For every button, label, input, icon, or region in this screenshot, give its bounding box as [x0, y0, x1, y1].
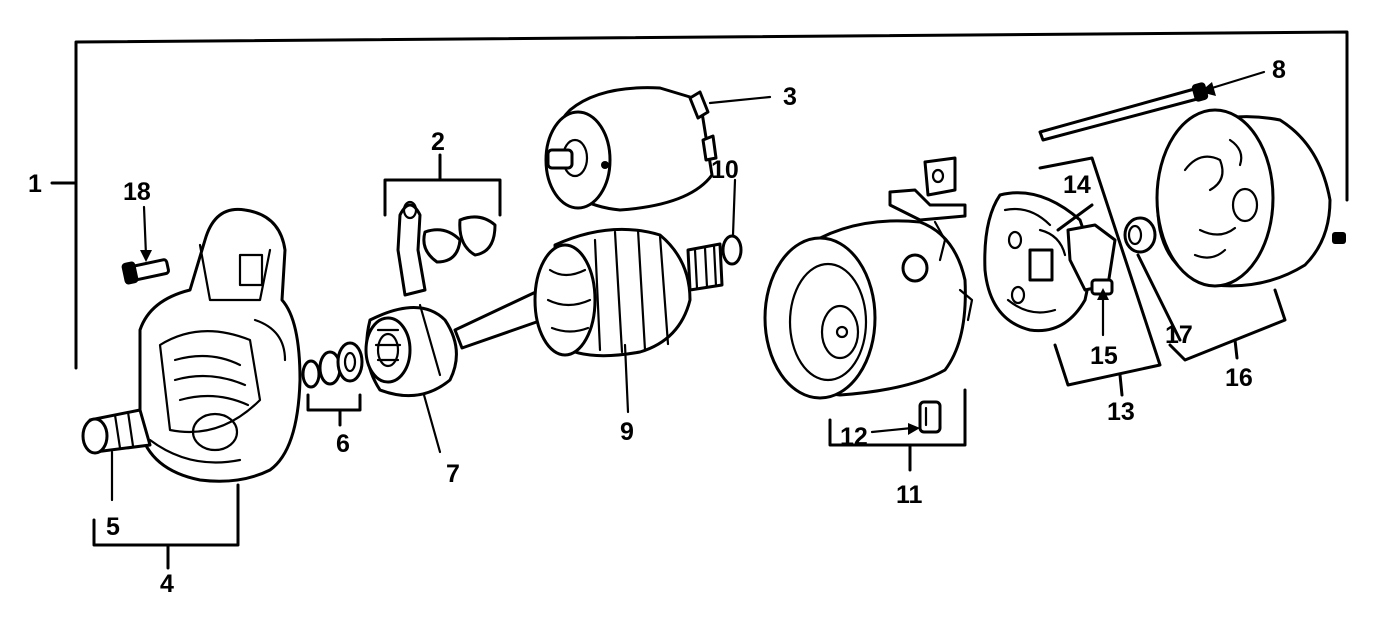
- callout-1: 1: [28, 170, 42, 198]
- callout-8: 8: [1272, 56, 1286, 84]
- solenoid-3: [544, 86, 772, 212]
- bolt-18: [121, 205, 170, 285]
- callout-7: 7: [446, 460, 460, 488]
- callout-4: 4: [160, 570, 174, 598]
- bushing-17: [1123, 216, 1182, 342]
- callout-9: 9: [620, 418, 634, 446]
- through-bolt-8: [1038, 70, 1266, 142]
- callout-11: 11: [896, 481, 923, 509]
- lever-set-2: [383, 153, 502, 297]
- bracket-4-5: [92, 483, 240, 570]
- callout-10: 10: [711, 156, 739, 184]
- callout-5: 5: [106, 513, 120, 541]
- overrunning-clutch-7: [364, 303, 458, 454]
- callout-12: 12: [840, 423, 868, 451]
- rear-cover-16: [1155, 108, 1346, 362]
- callout-18: 18: [123, 178, 151, 206]
- assembly-bracket: [50, 30, 1349, 370]
- front-housing: [81, 207, 302, 502]
- callout-16: 16: [1225, 364, 1253, 392]
- callout-15: 15: [1090, 342, 1118, 370]
- callout-3: 3: [783, 83, 797, 111]
- yoke-11: [763, 156, 974, 472]
- armature-9: [453, 178, 743, 414]
- callout-14: 14: [1063, 171, 1091, 199]
- brush-holder-13: [983, 156, 1162, 397]
- callout-17: 17: [1165, 321, 1193, 349]
- washer-set-6: [301, 341, 364, 427]
- callout-13: 13: [1107, 398, 1135, 426]
- callout-2: 2: [431, 128, 445, 156]
- callout-6: 6: [336, 430, 350, 458]
